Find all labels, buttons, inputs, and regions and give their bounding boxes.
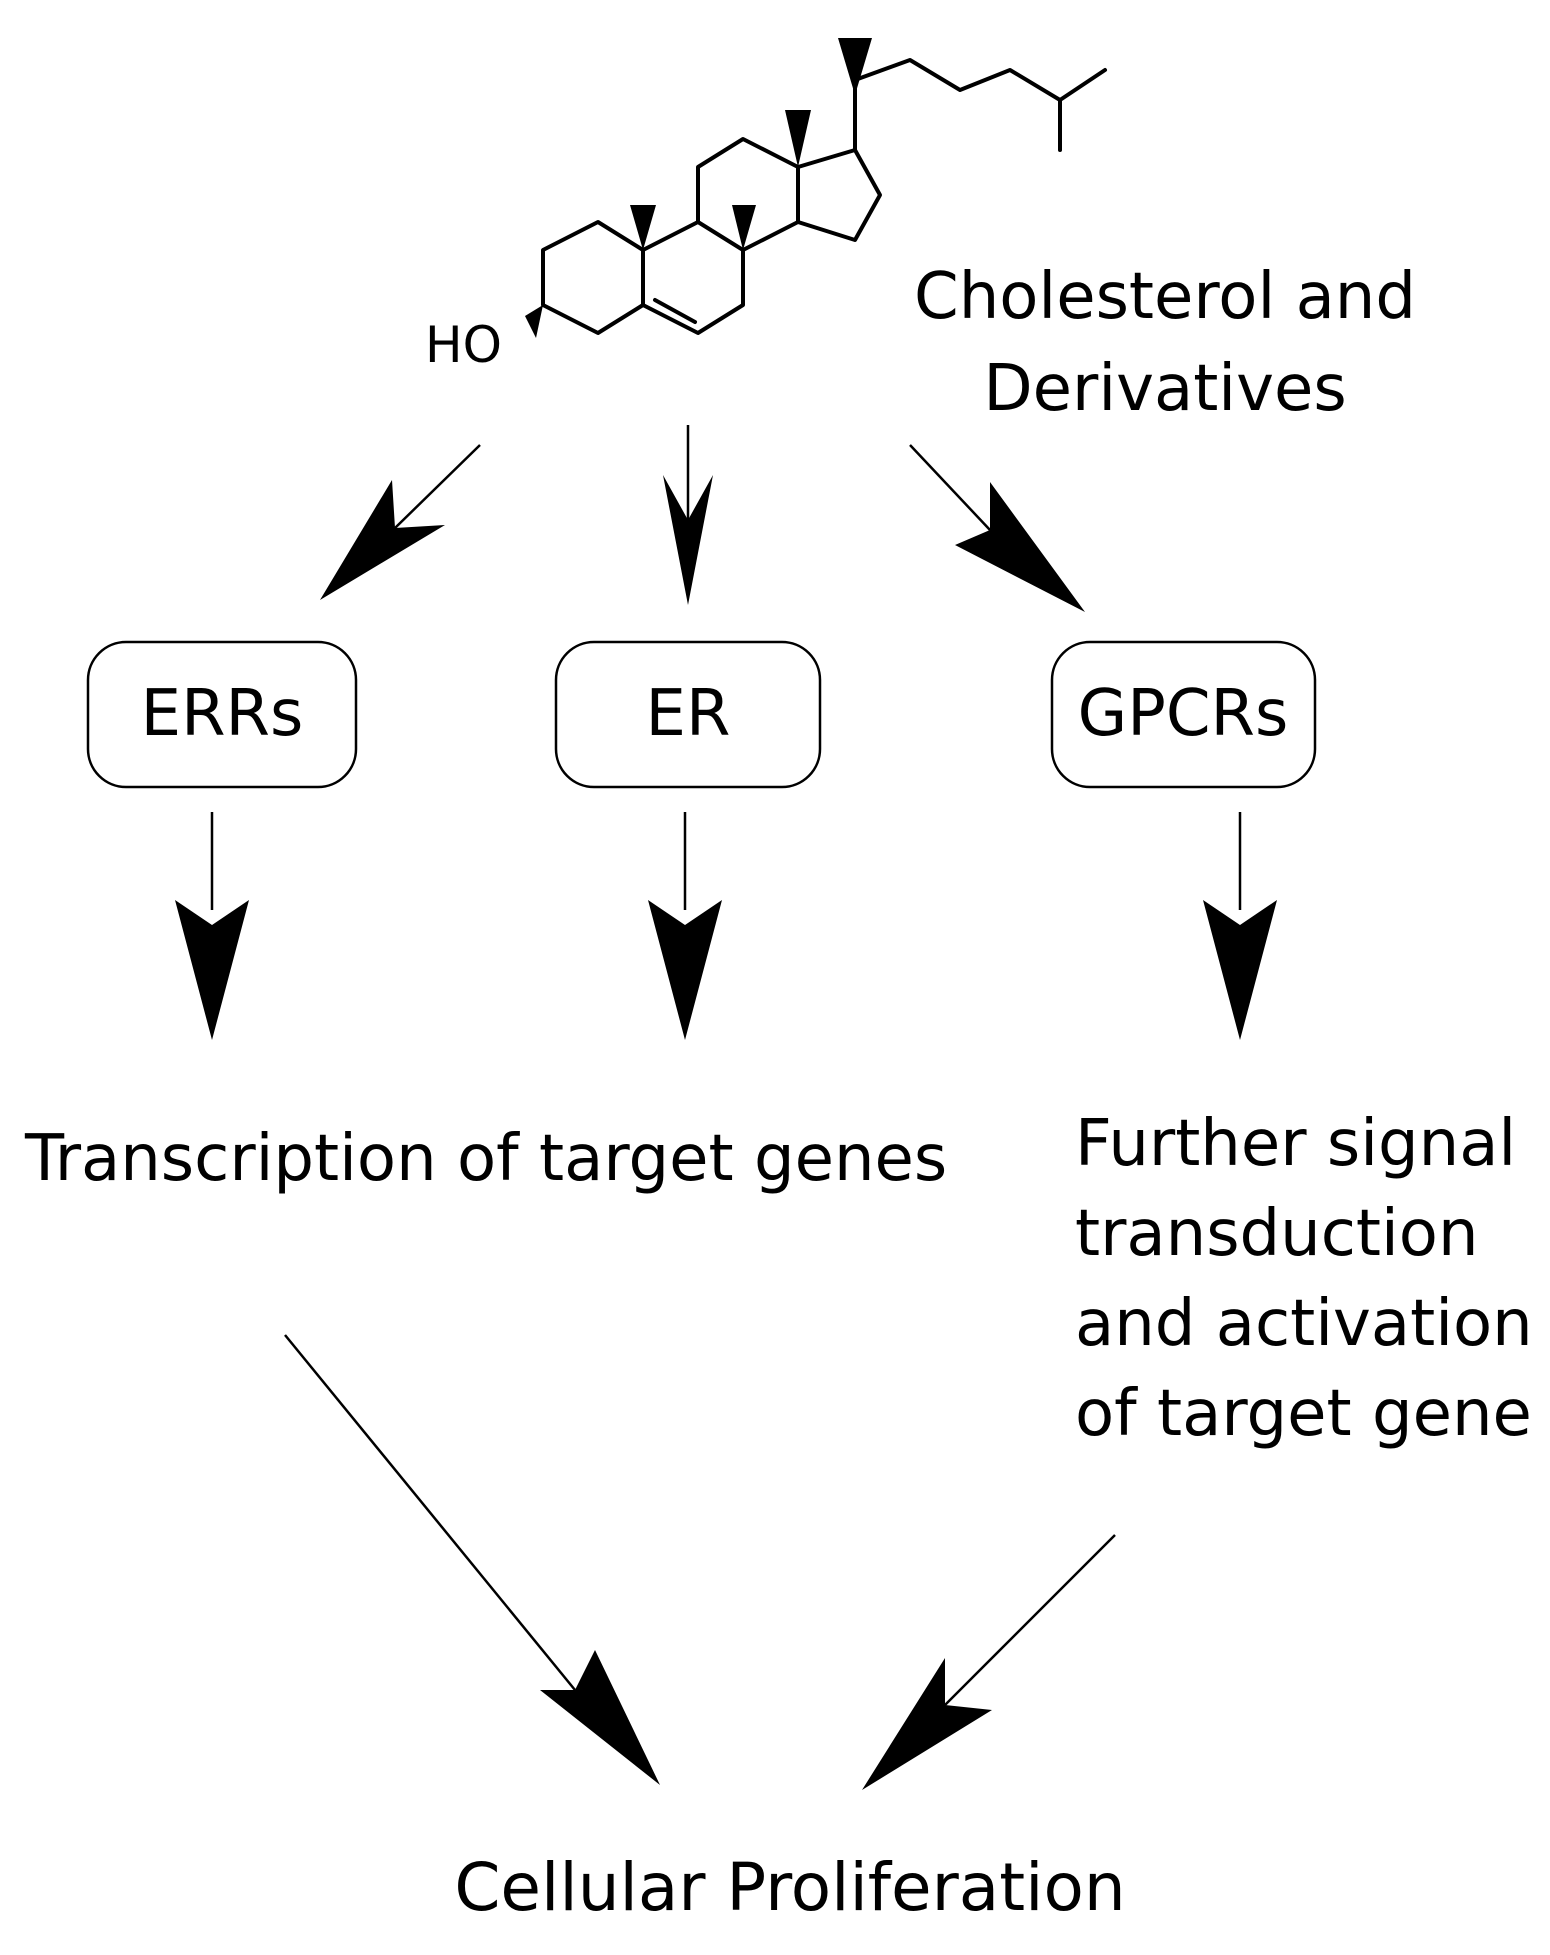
hydroxyl-label: HO bbox=[425, 316, 502, 374]
receptor-label-er: ER bbox=[646, 677, 731, 751]
cholesterol-structure bbox=[525, 38, 1107, 338]
signal-text-line-2: transduction bbox=[1075, 1197, 1479, 1271]
receptor-label-errs: ERRs bbox=[141, 677, 304, 751]
receptor-label-gpcrs: GPCRs bbox=[1078, 677, 1289, 751]
signal-text-line-1: Further signal bbox=[1075, 1107, 1516, 1181]
arrow-to-er bbox=[663, 425, 713, 605]
molecule-caption-line-2: Derivatives bbox=[983, 352, 1346, 426]
arrow-signal-to-proliferation bbox=[862, 1534, 1116, 1790]
arrow-errs-to-transcription bbox=[175, 812, 249, 1040]
arrow-transcription-to-proliferation bbox=[284, 1334, 660, 1785]
arrow-to-errs bbox=[320, 444, 481, 600]
receptor-box-errs: ERRs bbox=[86, 640, 358, 789]
arrow-gpcrs-to-signal bbox=[1203, 812, 1277, 1040]
signal-text-line-3: and activation bbox=[1075, 1287, 1533, 1361]
arrow-to-gpcrs bbox=[909, 444, 1085, 612]
receptor-box-gpcrs: GPCRs bbox=[1050, 640, 1317, 789]
receptor-box-er: ER bbox=[554, 640, 822, 789]
signal-text-line-4: of target gene bbox=[1075, 1377, 1532, 1451]
molecule-caption-line-1: Cholesterol and bbox=[914, 260, 1416, 334]
transcription-text: Transcription of target genes bbox=[24, 1122, 947, 1196]
final-outcome-text: Cellular Proliferation bbox=[454, 1849, 1125, 1926]
arrow-er-to-transcription bbox=[648, 812, 722, 1040]
